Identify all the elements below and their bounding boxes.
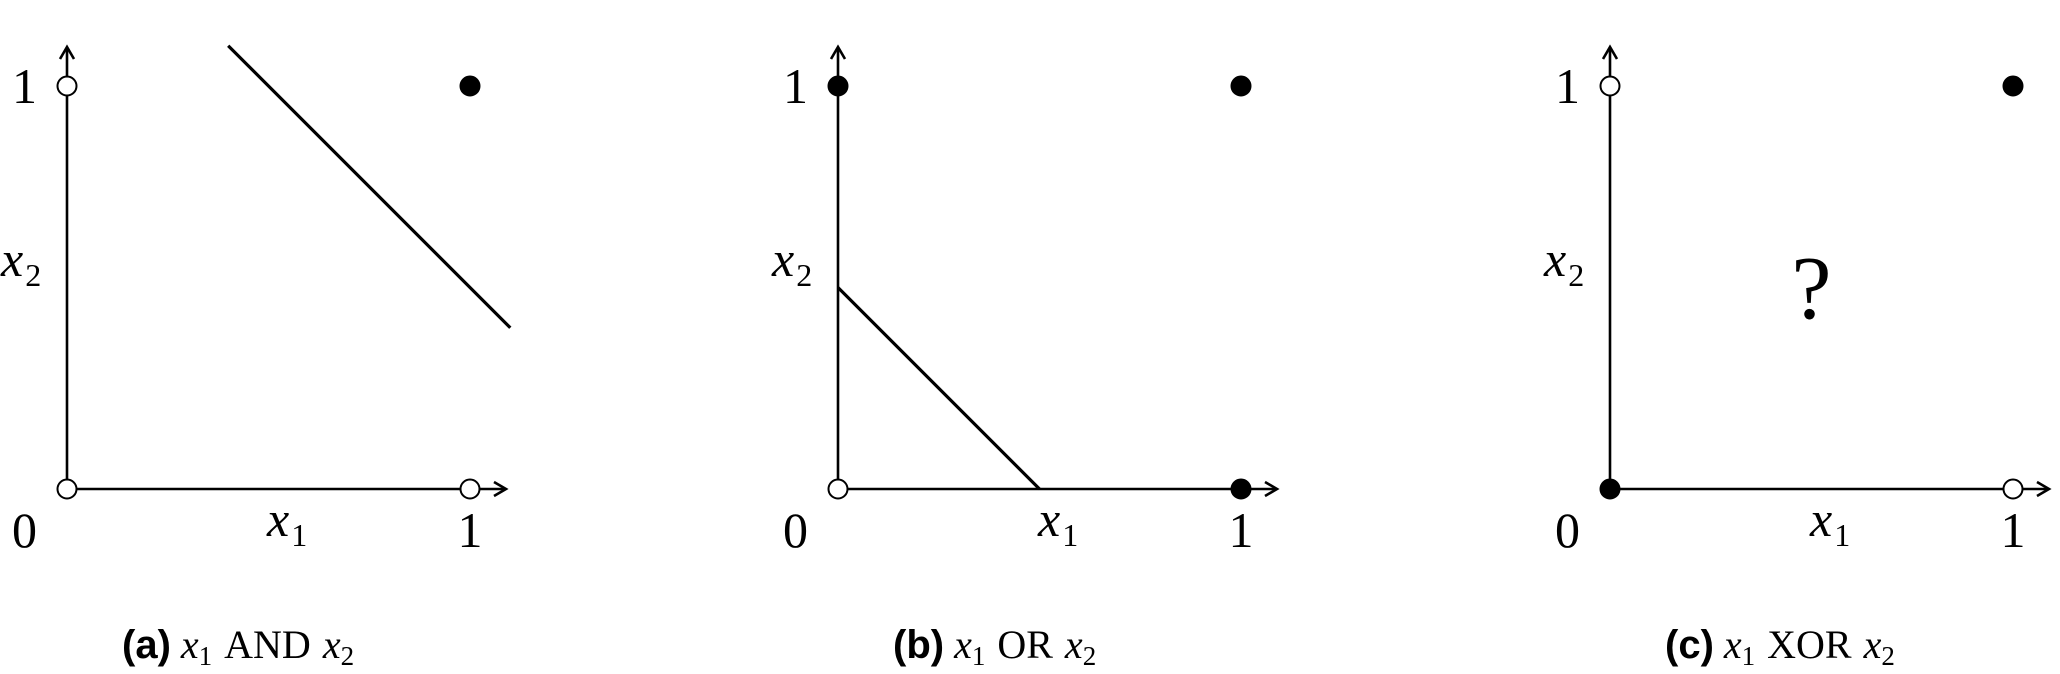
tick-label-origin: 0 xyxy=(1555,502,1580,558)
tick-label-x-one: 1 xyxy=(2001,502,2026,558)
x-axis-label: x1 xyxy=(1809,491,1850,553)
tick-label-origin: 0 xyxy=(783,502,808,558)
y-axis-label: x2 xyxy=(0,231,41,293)
y-axis-arrowhead xyxy=(829,44,847,60)
hollow-point-output-0 xyxy=(827,478,849,500)
y-axis-arrowhead xyxy=(58,44,76,60)
x-axis-label: x1 xyxy=(266,491,307,553)
decision-boundary-line xyxy=(227,44,512,329)
tick-label-origin: 0 xyxy=(12,502,37,558)
hollow-point-output-0 xyxy=(56,75,78,97)
y-axis-arrowhead xyxy=(1601,44,1619,60)
decision-boundary-line xyxy=(836,286,1041,491)
filled-point-output-1 xyxy=(459,75,481,97)
hollow-point-output-0 xyxy=(56,478,78,500)
filled-point-output-1 xyxy=(1230,478,1252,500)
tick-label-y-one: 1 xyxy=(1555,58,1580,114)
filled-point-output-1 xyxy=(827,75,849,97)
x-axis-arrowhead xyxy=(2036,480,2052,498)
filled-point-output-1 xyxy=(2002,75,2024,97)
tick-label-x-one: 1 xyxy=(458,502,483,558)
filled-point-output-1 xyxy=(1230,75,1252,97)
question-mark: ? xyxy=(1792,239,1832,338)
y-axis-label: x2 xyxy=(1543,231,1584,293)
x-axis-arrowhead xyxy=(493,480,509,498)
hollow-point-output-0 xyxy=(459,478,481,500)
tick-label-x-one: 1 xyxy=(1229,502,1254,558)
x-axis-label: x1 xyxy=(1037,491,1078,553)
y-axis-label: x2 xyxy=(771,231,812,293)
tick-label-y-one: 1 xyxy=(783,58,808,114)
hollow-point-output-0 xyxy=(1599,75,1621,97)
tick-label-y-one: 1 xyxy=(12,58,37,114)
hollow-point-output-0 xyxy=(2002,478,2024,500)
x-axis-arrowhead xyxy=(1264,480,1280,498)
filled-point-output-1 xyxy=(1599,478,1621,500)
